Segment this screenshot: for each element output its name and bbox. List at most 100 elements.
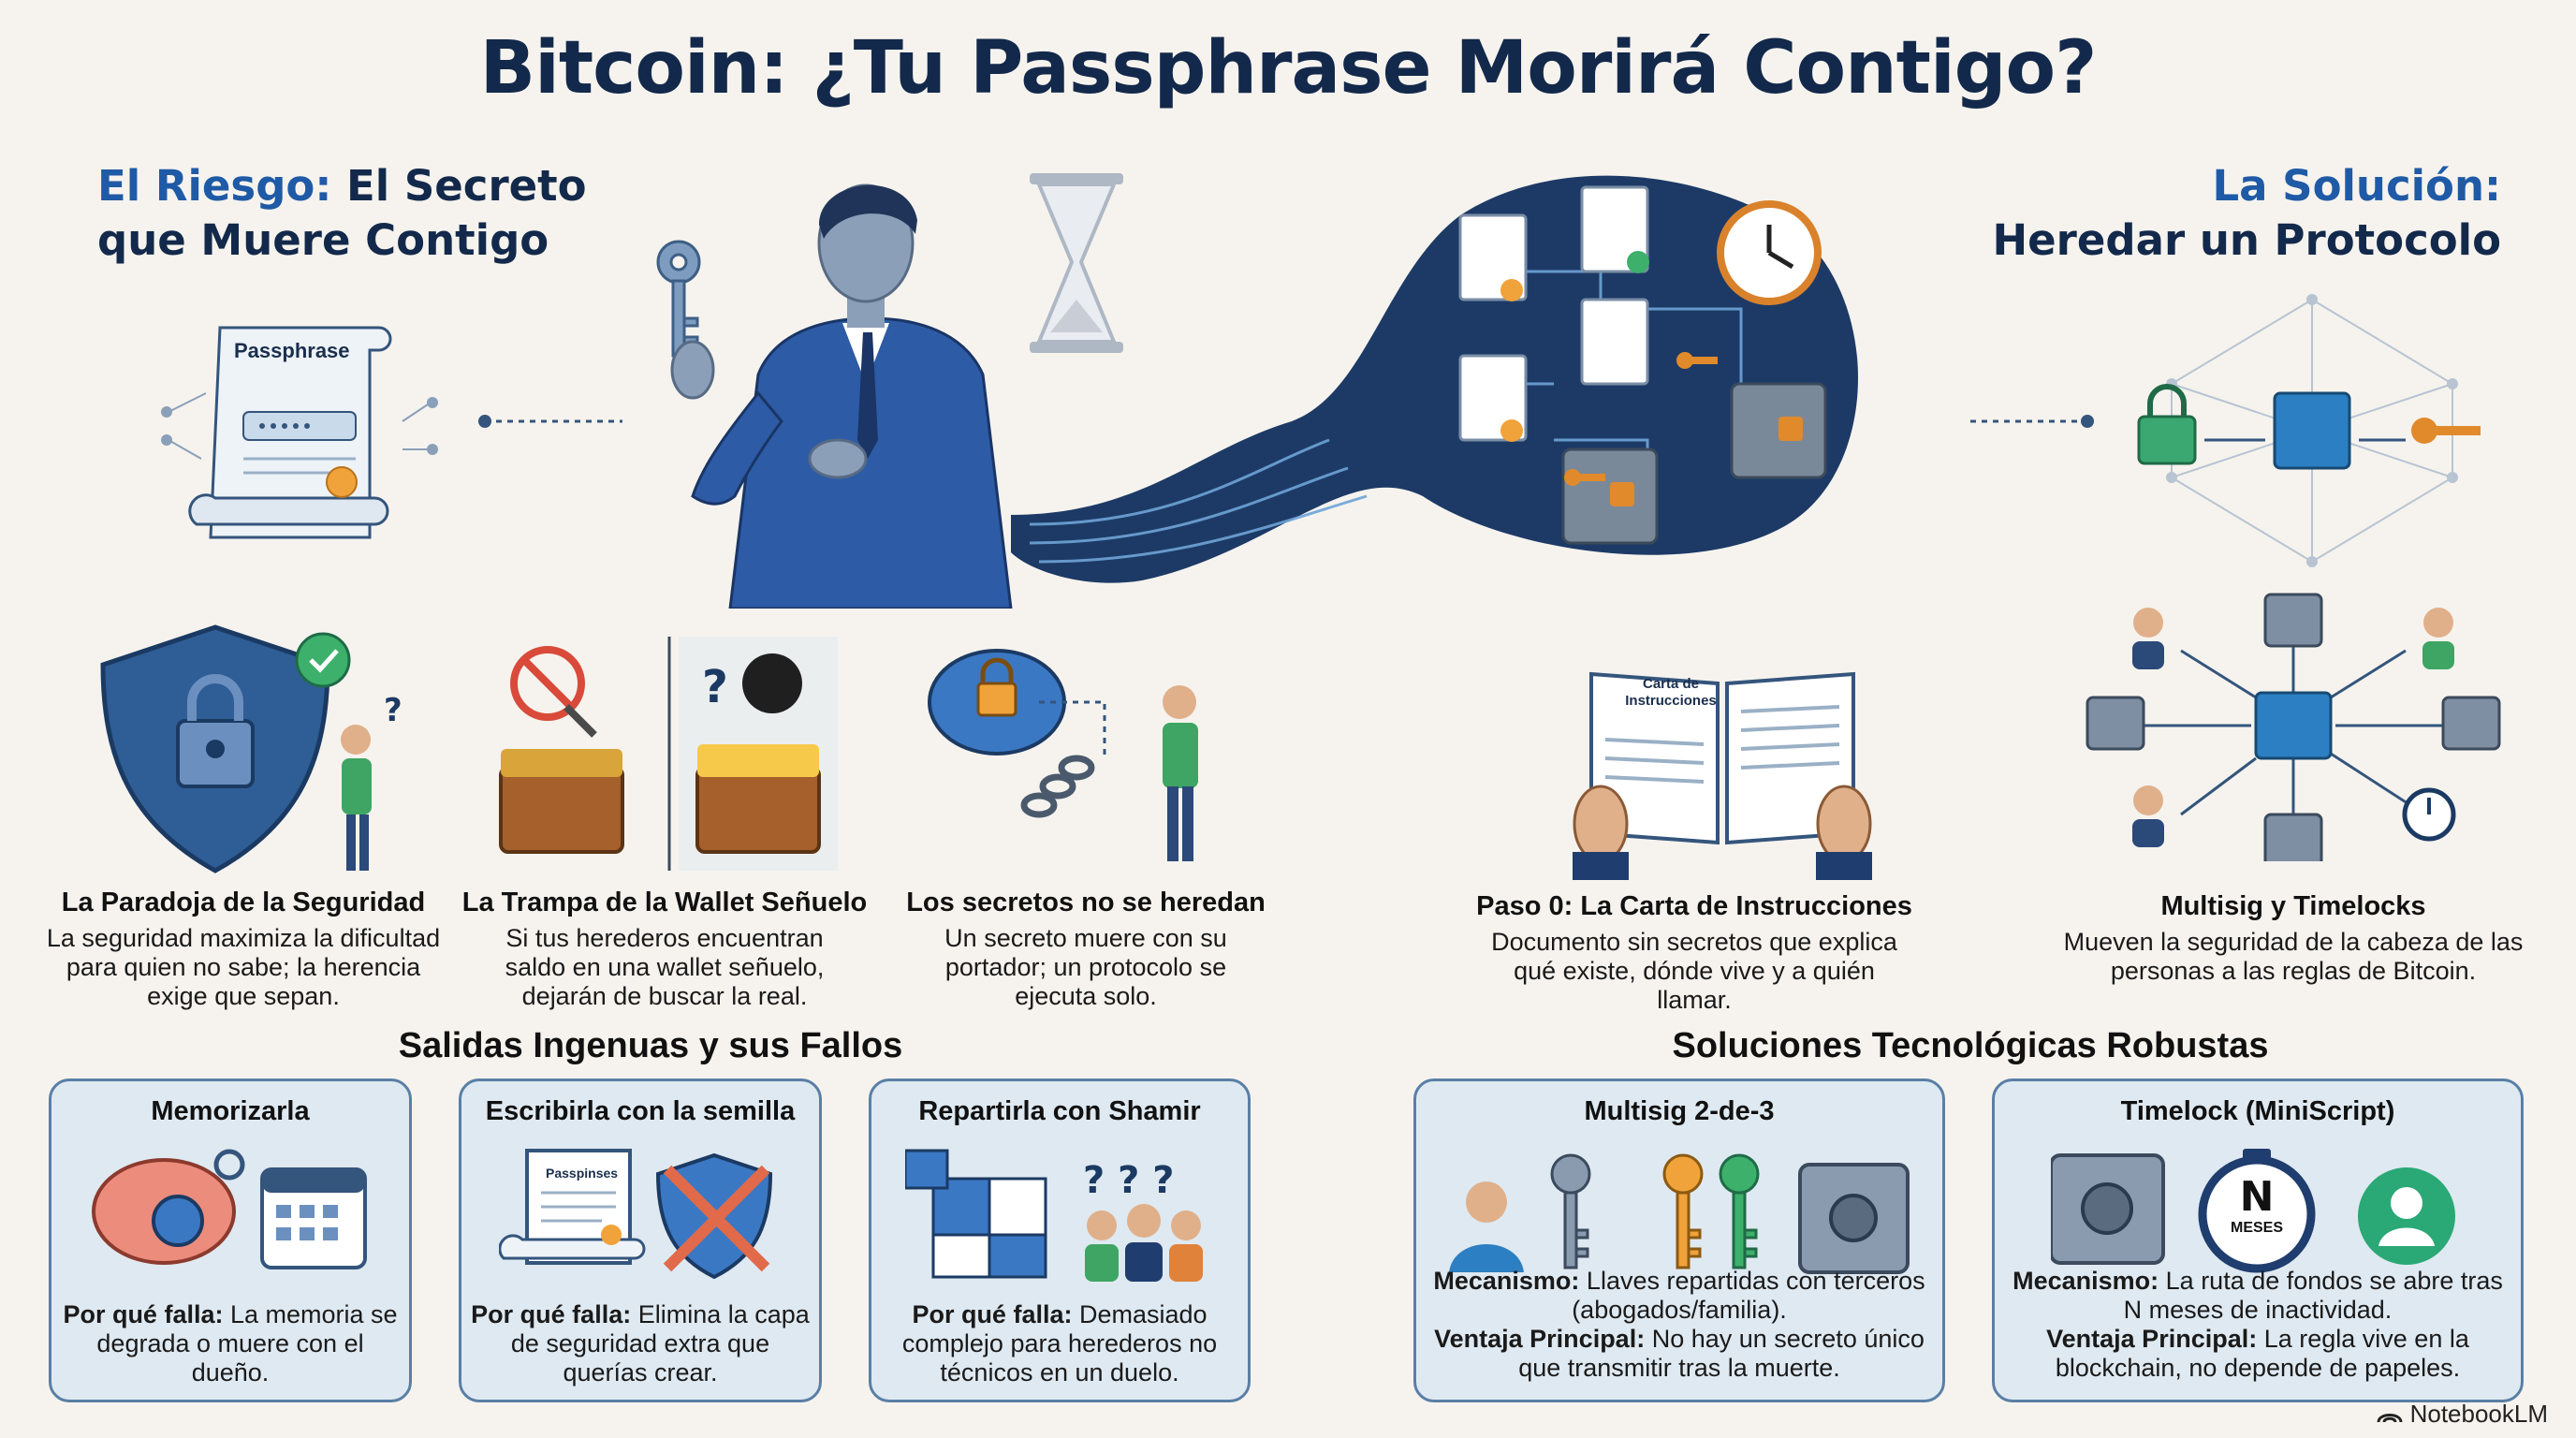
card-decoy-wallet: La Trampa de la Wallet Señuelo Si tus he… [459, 888, 871, 1011]
box-title: Escribirla con la semilla [485, 1096, 796, 1126]
card-text: Documento sin secretos que explica qué e… [1491, 928, 1897, 1014]
card-text: Si tus herederos encuentran saldo en una… [505, 924, 825, 1010]
brand-name: NotebookLM [2409, 1400, 2548, 1428]
svg-text:?: ? [702, 661, 728, 713]
multisig-timelock-illustration [2086, 593, 2501, 861]
fail-label: Por qué falla: [63, 1300, 224, 1328]
fail-label: Por qué falla: [471, 1300, 632, 1328]
heir-person-icon [1163, 685, 1198, 861]
notebooklm-icon [2377, 1413, 2403, 1422]
instruction-letter-illustration [1573, 671, 1872, 880]
card-title: La Trampa de la Wallet Señuelo [461, 888, 868, 917]
robust-multisig-box: Multisig 2-de-3 Mecanismo: Llaves repart… [1413, 1078, 1945, 1402]
scroll-label: Passphrase [234, 339, 350, 362]
card-title: La Paradoja de la Seguridad [61, 888, 426, 917]
decoy-wallet-illustration: ? [499, 637, 838, 871]
risk-heading-accent: El Riesgo: [97, 161, 332, 211]
card-text: Un secreto muere con su portador; un pro… [944, 924, 1227, 1010]
vault-cube-icon [1730, 382, 1827, 479]
svg-text:? ? ?: ? ? ? [1083, 1159, 1174, 1202]
mechanism-label: Mecanismo: [1433, 1267, 1580, 1295]
fail-reason: La memoria se degrada o muere con el due… [96, 1300, 398, 1387]
right-connector [1970, 415, 2094, 428]
box-title: Multisig 2-de-3 [1584, 1096, 1775, 1126]
fail-label: Por qué falla: [912, 1300, 1073, 1328]
protocol-network-illustration [2137, 294, 2481, 567]
svg-text:?: ? [384, 692, 402, 729]
book-label: Carta de Instrucciones [1625, 676, 1717, 709]
brand-logo: NotebookLM [2377, 1400, 2548, 1429]
businessman-illustration [670, 183, 1013, 609]
safe-icon [1798, 1163, 1910, 1274]
puzzle-confused-heirs-icon: ? ? ? [905, 1149, 1203, 1282]
orange-key-icon [1662, 1153, 1704, 1269]
risk-heading-rest: El Secreto [331, 161, 587, 211]
gray-key-icon [1550, 1153, 1591, 1269]
naive-memorize-box: Memorizarla Por qué falla: La memoria se… [49, 1078, 412, 1402]
paper-label: Passpinses [546, 1166, 619, 1181]
paper-crossed-shield-icon [499, 1149, 773, 1280]
mechanism-text: Llaves repartidas con terceros (abogados… [1572, 1267, 1925, 1324]
card-title: Paso 0: La Carta de Instrucciones [1476, 891, 1912, 921]
solution-heading-accent: La Solución: [2212, 161, 2501, 211]
central-illustration [656, 173, 1858, 609]
hourglass-icon [1030, 173, 1123, 353]
user-avatar-icon [2358, 1167, 2455, 1265]
user-icon [1449, 1181, 1524, 1272]
card-text: La seguridad maximiza la dificultad para… [46, 924, 441, 1010]
robust-section-title: Soluciones Tecnológicas Robustas [1672, 1026, 2269, 1065]
floating-key-icon [656, 240, 701, 358]
clock-icon [1717, 200, 1822, 305]
box-text: Mecanismo: La ruta de fondos se abre tra… [2004, 1267, 2511, 1383]
advantage-text: No hay un secreto único que transmitir t… [1518, 1325, 1925, 1382]
risk-heading-line2: que Muere Contigo [97, 215, 549, 265]
solution-heading-line2: Heredar un Protocolo [1992, 215, 2501, 265]
card-secrets-not-inherited: Los secretos no se heredan Un secreto mu… [889, 888, 1282, 1011]
naive-write-with-seed-box: Escribirla con la semilla Passpinses Por… [459, 1078, 822, 1402]
timelock-clock-icon [2198, 1149, 2316, 1273]
confused-person-icon [341, 725, 372, 871]
left-connector [478, 415, 622, 428]
card-instruction-letter: Paso 0: La Carta de Instrucciones Docume… [1460, 891, 1928, 1015]
box-text: Mecanismo: Llaves repartidas con tercero… [1426, 1267, 1933, 1383]
green-key-icon [1719, 1153, 1760, 1269]
blockchain-cube-icon [2273, 391, 2351, 470]
box-title: Timelock (MiniScript) [2120, 1096, 2395, 1126]
box-text: Por qué falla: Demasiado complejo para h… [881, 1300, 1238, 1387]
safe-icon [2051, 1153, 2165, 1265]
heir-person-icon [1085, 1211, 1119, 1282]
golden-key-icon [2411, 418, 2481, 444]
mechanism-label: Mecanismo: [2012, 1267, 2159, 1295]
risk-heading: El Riesgo: El Secreto que Muere Contigo [97, 159, 587, 268]
advantage-label: Ventaja Principal: [1434, 1325, 1646, 1353]
fail-reason: Demasiado complejo para herederos no téc… [901, 1300, 1218, 1387]
page-title: Bitcoin: ¿Tu Passphrase Morirá Contigo? [479, 26, 2098, 110]
naive-shamir-box: Repartirla con Shamir ? ? ? Por qué fall… [869, 1078, 1251, 1402]
heir-person-icon [2132, 785, 2164, 847]
advantage-text: La regla vive en la blockchain, no depen… [2055, 1325, 2469, 1382]
box-title: Memorizarla [151, 1096, 310, 1126]
card-text: Mueven la seguridad de la cabeza de las … [2063, 928, 2524, 985]
advantage-label: Ventaja Principal: [2046, 1325, 2258, 1353]
passphrase-scroll-illustration [161, 326, 438, 539]
stopwatch-icon [2402, 787, 2456, 842]
secrets-not-inherited-illustration [928, 649, 1198, 861]
card-title: Multisig y Timelocks [2160, 891, 2426, 921]
safe-clock-user-icon [2051, 1149, 2455, 1273]
heir-person-icon [1125, 1204, 1163, 1282]
heir-person-icon [2132, 608, 2164, 669]
fail-reason: Elimina la capa de seguridad extra que q… [510, 1300, 810, 1387]
clock-n: N [2239, 1173, 2275, 1221]
clock-label: MESES [2230, 1220, 2283, 1236]
security-paradox-illustration: ? [100, 624, 402, 873]
naive-section-title: Salidas Ingenuas y sus Fallos [398, 1026, 903, 1065]
heir-person-icon [1169, 1211, 1203, 1282]
padlock-icon [2137, 384, 2197, 465]
box-text: Por qué falla: La memoria se degrada o m… [61, 1300, 400, 1387]
mechanism-text: La ruta de fondos se abre tras N meses d… [2123, 1267, 2503, 1324]
card-security-paradox: La Paradoja de la Seguridad La seguridad… [37, 888, 449, 1011]
vault-cube-icon [1561, 448, 1659, 545]
box-title: Repartirla con Shamir [918, 1096, 1201, 1126]
heir-person-icon [2422, 608, 2454, 669]
card-multisig-timelocks: Multisig y Timelocks Mueven la seguridad… [2050, 891, 2537, 986]
